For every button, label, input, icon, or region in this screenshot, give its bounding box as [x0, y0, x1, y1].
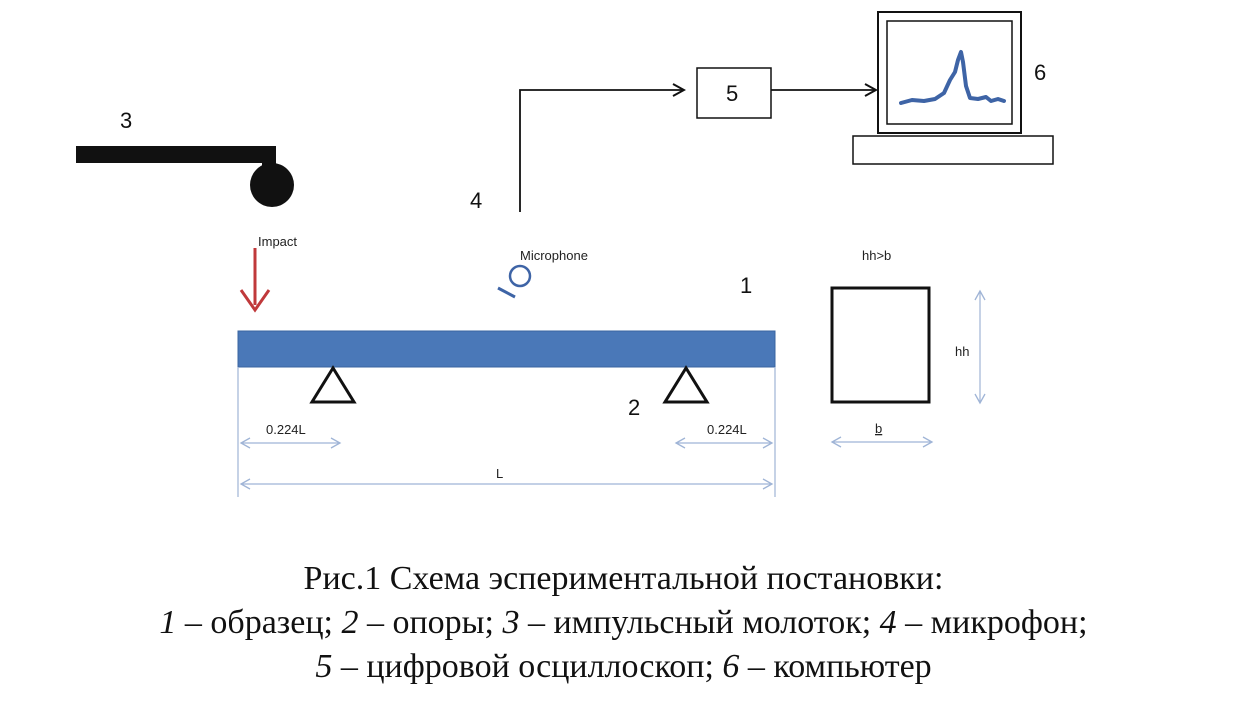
label-microphone-number: 4	[470, 188, 482, 213]
caption-item-number: 4	[879, 604, 897, 641]
beam-dimensions	[237, 367, 776, 497]
caption-item-text: – цифровой осциллоскоп;	[332, 648, 723, 685]
caption-item-number: 1	[159, 604, 177, 641]
label-oscilloscope-number: 5	[726, 81, 738, 106]
caption-item-text: – компьютер	[739, 648, 932, 685]
label-impact: Impact	[258, 234, 297, 249]
microphone-icon	[497, 264, 532, 299]
caption-item-text: – микрофон;	[896, 604, 1088, 641]
caption-item-number: 5	[315, 648, 333, 685]
signal-line-mic-to-oscilloscope	[519, 90, 684, 212]
figure-caption-legend-line2: 5 – цифровой осциллоскоп; 6 – компьютер	[0, 645, 1247, 689]
oscilloscope-box	[696, 67, 772, 119]
specimen-beam	[237, 330, 776, 368]
impact-arrow	[239, 248, 271, 313]
label-right-support-offset: 0.224L	[707, 422, 747, 437]
label-beam-length: L	[496, 466, 503, 481]
figure-caption-legend-line1: 1 – образец; 2 – опоры; 3 – импульсный м…	[0, 601, 1247, 645]
label-hammer-number: 3	[120, 108, 132, 133]
caption-item-number: 3	[502, 604, 520, 641]
caption-item-text: – импульсный молоток;	[519, 604, 880, 641]
impulse-hammer	[76, 146, 294, 207]
support-right	[662, 365, 710, 404]
label-section-height: hh	[955, 344, 969, 359]
caption-item-number: 6	[722, 648, 740, 685]
label-computer-number: 6	[1034, 60, 1046, 85]
label-left-support-offset: 0.224L	[266, 422, 306, 437]
signal-waveform	[899, 50, 1006, 105]
experimental-setup-diagram: 3 Impact Microphone 4 5 6 1 2 0.224L 0.	[76, 11, 1054, 497]
label-section-width: b	[875, 421, 882, 436]
label-section-condition: hh>b	[862, 248, 891, 263]
beam-cross-section	[830, 286, 931, 404]
support-left	[309, 365, 357, 404]
caption-item-text: – опоры;	[358, 604, 503, 641]
label-microphone: Microphone	[520, 248, 588, 263]
caption-item-text: – образец;	[176, 604, 342, 641]
figure-caption-title: Рис.1 Схема эспериментальной постановки:	[303, 560, 944, 597]
label-specimen-number: 1	[740, 273, 752, 298]
caption-item-number: 2	[341, 604, 359, 641]
label-supports-number: 2	[628, 395, 640, 420]
computer-icon	[852, 11, 1054, 165]
